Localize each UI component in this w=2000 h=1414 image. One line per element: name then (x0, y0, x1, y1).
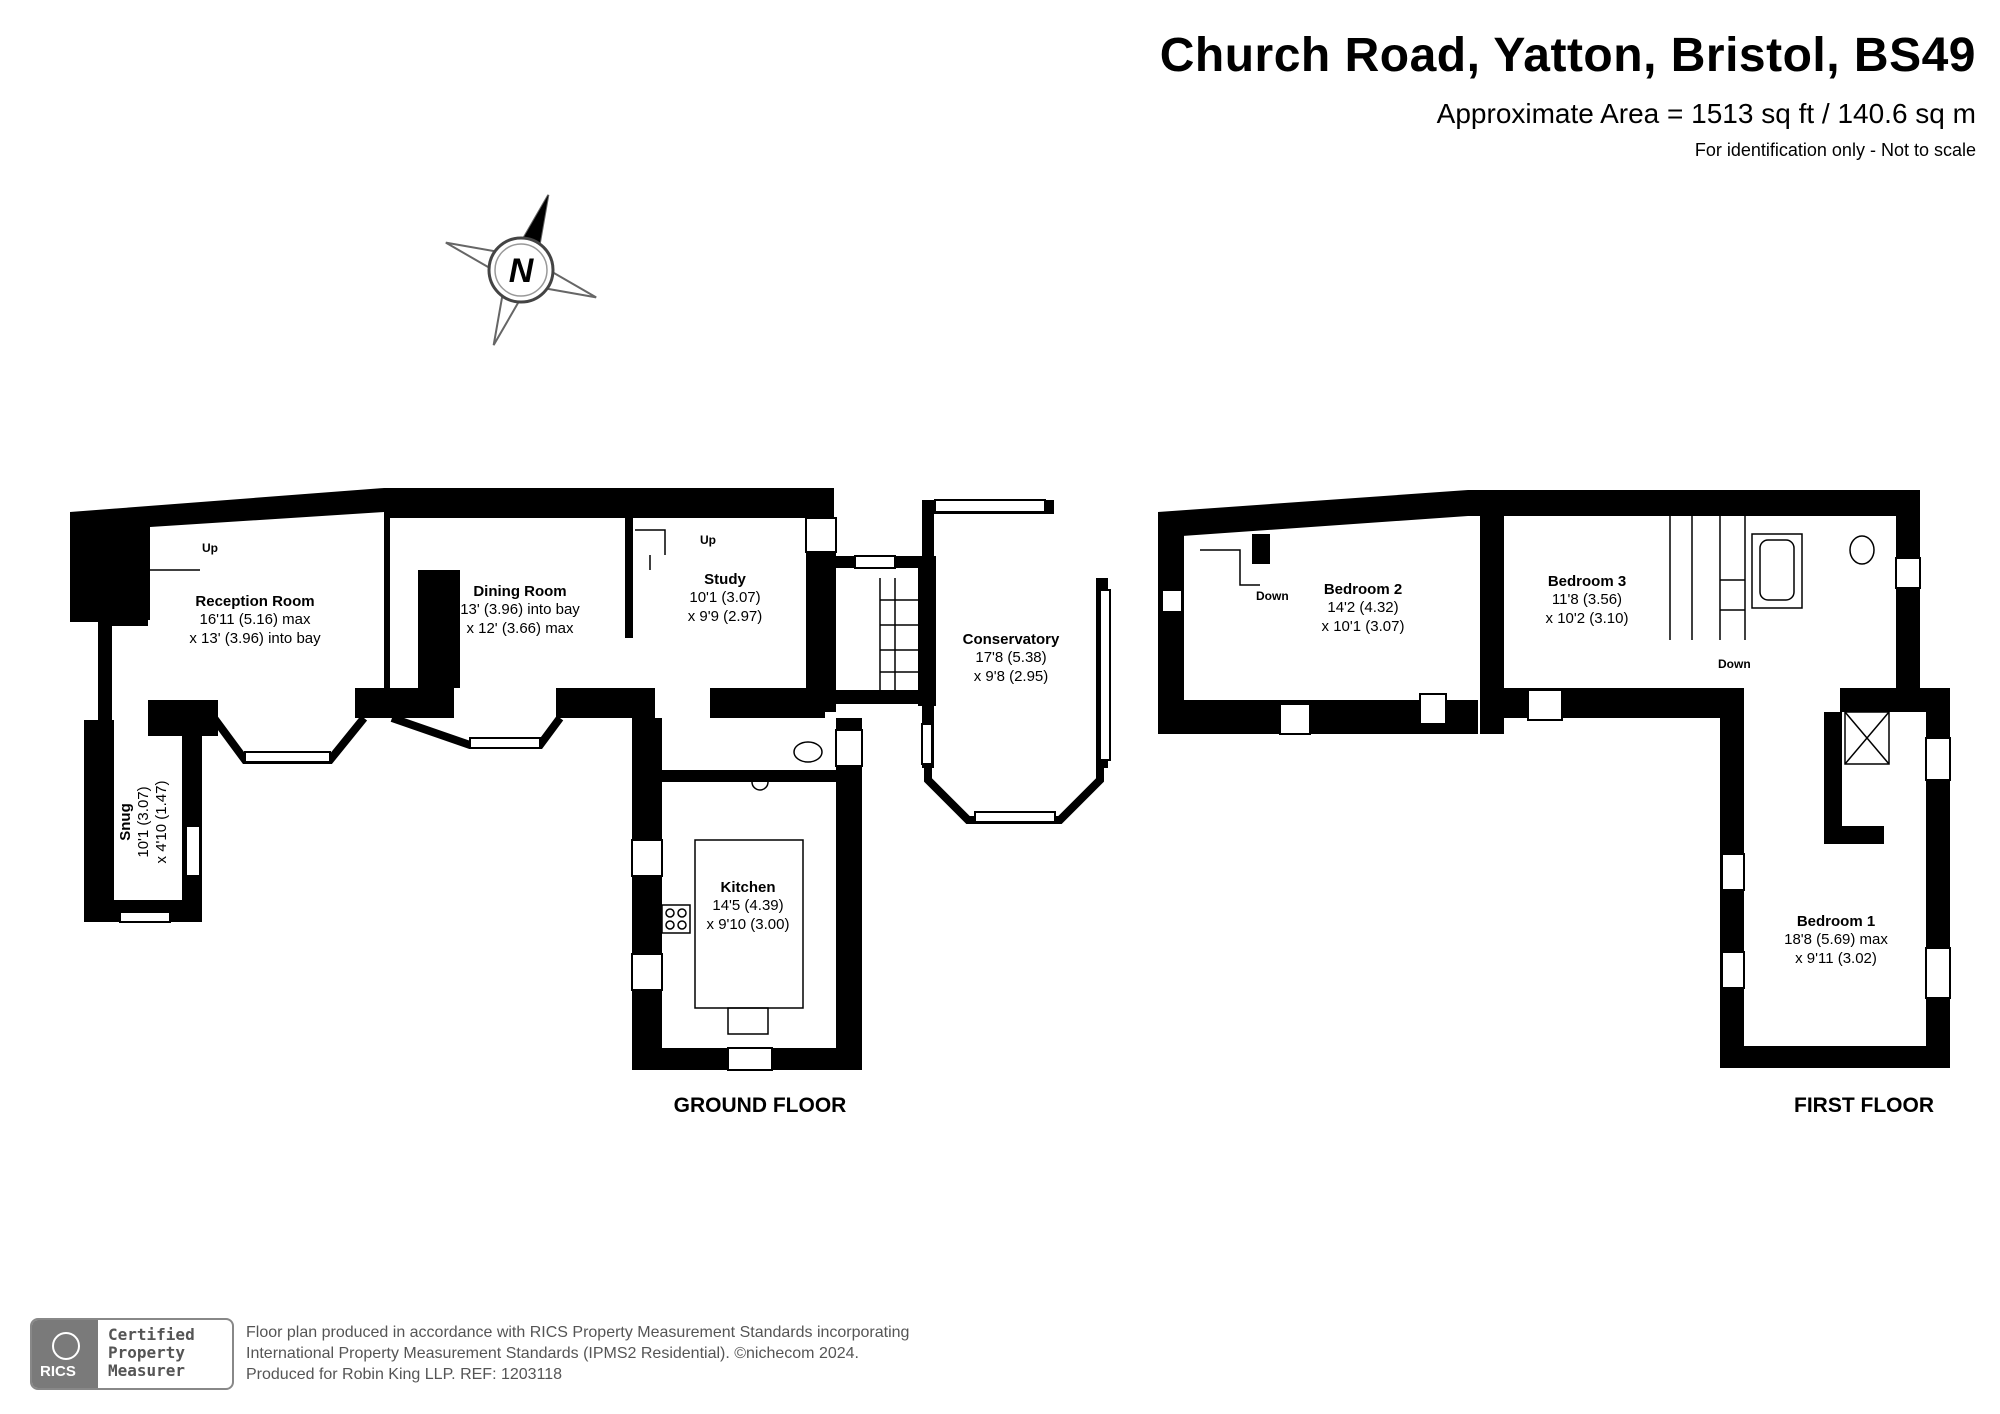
bedroom-2-name: Bedroom 2 (1324, 581, 1402, 598)
dining-room-name: Dining Room (473, 583, 566, 600)
kitchen-name: Kitchen (720, 879, 775, 896)
footer-line-2: International Property Measurement Stand… (246, 1345, 859, 1362)
disclaimer-note: For identification only - Not to scale (1694, 140, 1976, 160)
bedroom-3-dim1: 11'8 (3.56) (1552, 591, 1622, 608)
stairs-up-label-1: Up (202, 541, 218, 555)
snug-name: Snug (117, 803, 134, 841)
first-floor-plan (1158, 490, 1950, 1068)
north-compass-icon: N (445, 194, 597, 346)
bedroom-1-name: Bedroom 1 (1797, 913, 1875, 930)
conservatory-name: Conservatory (963, 631, 1060, 648)
reception-room-dim2: x 13' (3.96) into bay (189, 630, 321, 647)
study-dim2: x 9'9 (2.97) (688, 608, 763, 625)
kitchen-fittings (661, 741, 823, 1035)
rics-logo-text: RICS (40, 1363, 76, 1380)
rics-emblem-icon (52, 1332, 80, 1360)
footer-line-3: Produced for Robin King LLP. REF: 120311… (246, 1366, 563, 1383)
bedroom-2-dim1: 14'2 (4.32) (1327, 599, 1398, 616)
ground-floor-label: GROUND FLOOR (674, 1094, 847, 1117)
room-labels: Reception Room 16'11 (5.16) max x 13' (3… (117, 533, 1934, 1117)
compass-letter: N (509, 252, 535, 290)
kitchen-dim1: 14'5 (4.39) (712, 897, 783, 914)
rics-certified-badge: RICS Certified Property Measurer (30, 1318, 234, 1390)
footer-line-1: Floor plan produced in accordance with R… (246, 1324, 910, 1341)
badge-line-2: Property (108, 1343, 186, 1362)
badge-line-3: Measurer (108, 1361, 186, 1380)
stairs-down-label-1: Down (1256, 589, 1289, 603)
snug-dim1: 10'1 (3.07) (135, 786, 152, 857)
dining-room-dim2: x 12' (3.66) max (466, 620, 574, 637)
bedroom-1-dim2: x 9'11 (3.02) (1795, 950, 1877, 967)
study-dim1: 10'1 (3.07) (689, 589, 760, 606)
conservatory-dim1: 17'8 (5.38) (975, 649, 1046, 666)
badge-text: Certified Property Measurer (108, 1326, 195, 1380)
reception-room-dim1: 16'11 (5.16) max (200, 611, 311, 628)
first-floor-fittings (1200, 516, 1890, 765)
plan-title: Church Road, Yatton, Bristol, BS49 (1159, 29, 1976, 82)
ground-stairs (110, 529, 918, 690)
approximate-area: Approximate Area = 1513 sq ft / 140.6 sq… (1436, 98, 1976, 129)
dining-room-dim1: 13' (3.96) into bay (460, 601, 580, 618)
bedroom-3-dim2: x 10'2 (3.10) (1546, 610, 1629, 627)
bedroom-1-dim1: 18'8 (5.69) max (1784, 931, 1888, 948)
snug-dim2: x 4'10 (1.47) (153, 781, 170, 864)
study-name: Study (704, 571, 746, 588)
windows (119, 499, 1111, 1071)
kitchen-dim2: x 9'10 (3.00) (707, 916, 790, 933)
rics-logo: RICS (32, 1320, 98, 1388)
stairs-up-label-2: Up (700, 533, 716, 547)
bedroom-2-dim2: x 10'1 (3.07) (1322, 618, 1405, 635)
first-floor-windows (1161, 557, 1951, 999)
reception-room-name: Reception Room (195, 593, 314, 610)
stairs-down-label-2: Down (1718, 657, 1751, 671)
footer-credits: Floor plan produced in accordance with R… (246, 1322, 909, 1385)
badge-line-1: Certified (108, 1325, 195, 1344)
bedroom-3-name: Bedroom 3 (1548, 573, 1626, 590)
ground-floor-plan (70, 488, 1108, 1070)
conservatory-dim2: x 9'8 (2.95) (974, 668, 1049, 685)
first-floor-label: FIRST FLOOR (1794, 1094, 1934, 1117)
